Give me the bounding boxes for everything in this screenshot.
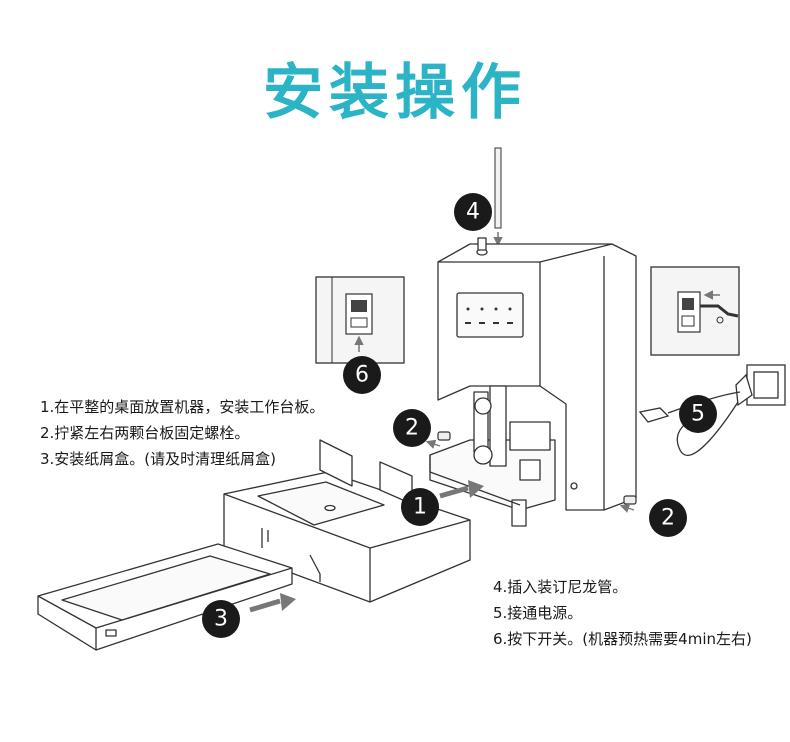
nylon-tube <box>493 147 503 247</box>
badge-6-label: 6 <box>355 363 369 388</box>
badge-2-right-label: 2 <box>661 506 675 531</box>
step-item: 3.安装纸屑盒。(请及时清理纸屑盒) <box>40 450 277 468</box>
step-item: 6.按下开关。(机器预热需要4min左右) <box>493 630 752 648</box>
switch-inset <box>315 276 405 364</box>
page-title: 安装操作 <box>263 58 527 128</box>
bolts <box>425 431 637 513</box>
steps-list-right: 4.插入装订尼龙管。 5.接通电源。 6.按下开关。(机器预热需要4min左右) <box>493 574 752 652</box>
power-inset <box>650 266 740 356</box>
motion-arrows <box>249 480 484 613</box>
step-item: 1.在平整的桌面放置机器，安装工作台板。 <box>40 398 325 416</box>
badge-3-label: 3 <box>214 607 228 632</box>
badge-5-label: 5 <box>691 402 705 427</box>
badge-2-right: 2 <box>649 499 687 537</box>
step-item: 5.接通电源。 <box>493 604 583 622</box>
badge-3: 3 <box>202 600 240 638</box>
badge-1-label: 1 <box>413 495 427 520</box>
badge-6: 6 <box>343 356 381 394</box>
badge-1: 1 <box>401 488 439 526</box>
binding-machine <box>429 237 637 527</box>
badge-2-left: 2 <box>393 409 431 447</box>
power-cable <box>638 364 786 457</box>
steps-list-left: 1.在平整的桌面放置机器，安装工作台板。 2.拧紧左右两颗台板固定螺栓。 3.安… <box>40 394 324 472</box>
step-item: 2.拧紧左右两颗台板固定螺栓。 <box>40 424 250 442</box>
badge-4: 4 <box>454 193 492 231</box>
step-item: 4.插入装订尼龙管。 <box>493 578 628 596</box>
badge-4-label: 4 <box>466 200 480 225</box>
badge-2-left-label: 2 <box>405 416 419 441</box>
waste-tray <box>37 543 293 651</box>
badge-5: 5 <box>679 395 717 433</box>
